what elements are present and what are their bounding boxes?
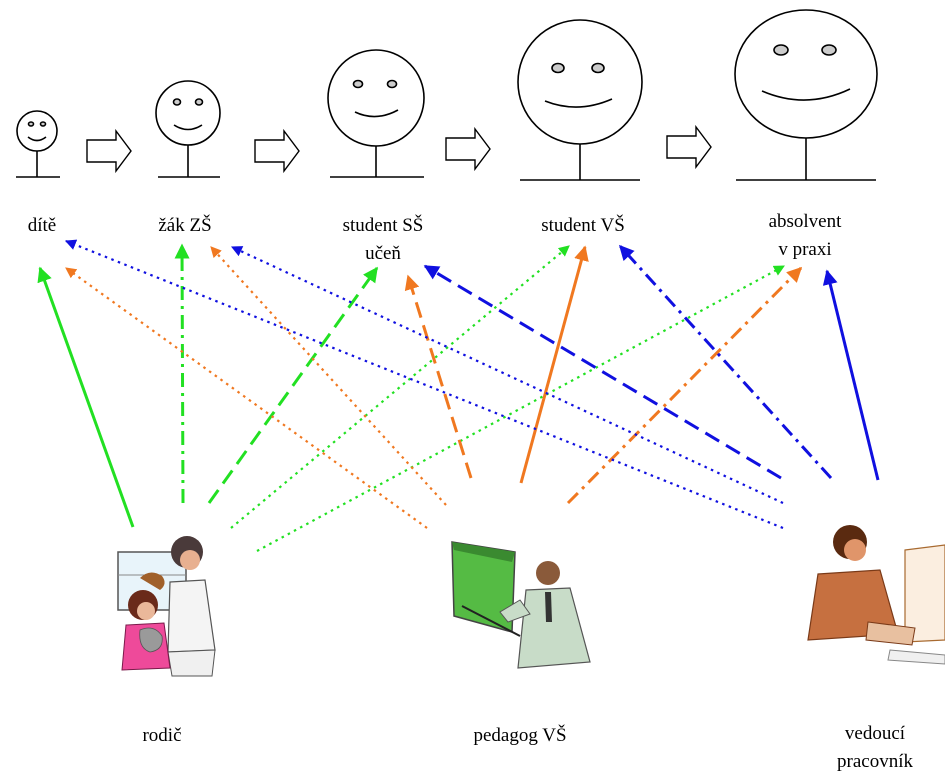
- actor-label-pedagog: pedagog VŠ: [473, 725, 567, 746]
- influence-arrow-rodic-to-abs: [256, 265, 785, 552]
- progression-arrow-1: [86, 128, 132, 174]
- influence-arrow-rodic-to-zak: [174, 243, 190, 504]
- stage-figure-vs: [517, 19, 643, 181]
- influence-arrow-rodic-to-dite: [37, 266, 135, 528]
- influence-arrow-pedagog-to-ss: [404, 274, 473, 479]
- stage-label-ss: student SŠ učeň: [342, 215, 424, 264]
- influence-arrow-vedouci-to-dite: [64, 239, 784, 530]
- teacher-illustration: [451, 541, 591, 669]
- influence-arrow-vedouci-to-ss: [423, 264, 782, 480]
- stage-label-vs: student VŠ: [541, 215, 625, 236]
- influence-arrow-vedouci-to-vs: [618, 244, 833, 480]
- stage-figure-ss: [327, 49, 425, 178]
- actor-label-rodic: rodič: [142, 725, 182, 746]
- stage-label-dite: dítě: [27, 215, 57, 236]
- manager-illustration: [807, 525, 945, 665]
- influence-arrows: [37, 239, 880, 552]
- stage-label-zak: žák ZŠ: [158, 215, 212, 236]
- influence-arrow-vedouci-to-zak: [231, 246, 784, 504]
- influence-arrow-pedagog-to-vs: [519, 245, 589, 484]
- stage-figure-dite: [16, 110, 60, 178]
- stage-label-abs: absolvent v praxi: [768, 211, 842, 260]
- stage-figure-abs: [734, 9, 878, 181]
- stage-figure-zak: [155, 80, 221, 178]
- influence-arrow-vedouci-to-abs: [822, 269, 880, 481]
- progression-arrow-4: [666, 124, 712, 170]
- progression-arrow-3: [445, 126, 491, 172]
- progression-arrow-2: [254, 128, 300, 174]
- actor-label-vedouci: vedoucí pracovník: [837, 723, 913, 772]
- influence-arrow-pedagog-to-abs: [566, 266, 803, 505]
- parent-illustration: [117, 536, 216, 677]
- influence-arrow-rodic-to-vs: [230, 245, 570, 529]
- influence-arrow-pedagog-to-zak: [210, 246, 447, 506]
- influence-arrow-rodic-to-ss: [207, 266, 379, 504]
